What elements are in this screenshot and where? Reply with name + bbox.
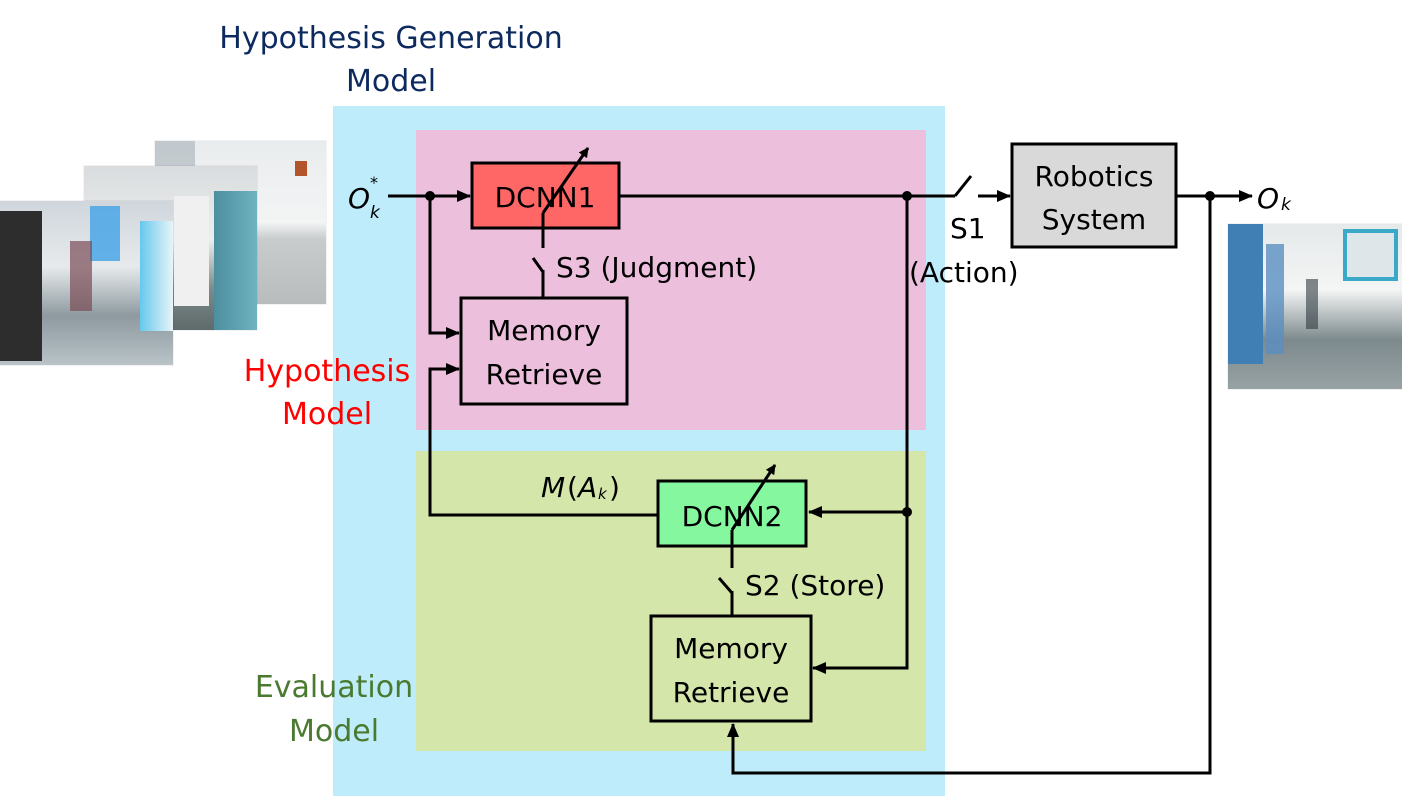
dcnn2-to-memory1-wire <box>428 363 658 517</box>
evaluation-title-line2: Model <box>289 714 379 749</box>
svg-text:k: k <box>370 203 381 223</box>
memory2-line2: Retrieve <box>673 676 790 709</box>
svg-text:k: k <box>1281 195 1292 215</box>
output-label: O k <box>1257 182 1292 215</box>
s2-label: S2 (Store) <box>745 569 885 602</box>
hypothesis-title-line1: Hypothesis <box>244 354 411 389</box>
s1-action-label: (Action) <box>909 256 1019 289</box>
input-to-memory1-wire <box>428 196 460 339</box>
memory2-line1: Memory <box>674 632 788 665</box>
svg-text:*: * <box>370 173 378 192</box>
m-label: M <box>541 471 565 504</box>
svg-text:O: O <box>1257 182 1279 215</box>
output-feedback-wire <box>727 196 1212 775</box>
s1-switch-icon <box>953 175 973 197</box>
dcnn1-to-memory2-wire <box>812 196 909 674</box>
output-photo <box>1228 224 1402 389</box>
m-close-paren: ) <box>609 471 620 504</box>
evaluation-title-line1: Evaluation <box>255 670 413 705</box>
hypothesis-title-line2: Model <box>282 397 372 432</box>
m-open-paren: ( <box>567 471 578 504</box>
robotics-system-box <box>1010 142 1178 249</box>
dcnn2-adjust-arrow-icon <box>730 464 777 531</box>
input-label: O k * <box>348 173 381 223</box>
m-a-symbol: A <box>576 471 597 504</box>
generation-title-line2: Model <box>346 64 436 99</box>
robotics-line1: Robotics <box>1035 160 1154 193</box>
memory1-line1: Memory <box>487 314 601 347</box>
s2-switch-icon <box>717 577 734 594</box>
m-a-subscript: k <box>598 485 608 503</box>
memory1-line2: Retrieve <box>486 358 603 391</box>
generation-title-line1: Hypothesis Generation <box>219 21 562 56</box>
input-photo-front <box>0 201 173 365</box>
robotics-line2: System <box>1042 203 1146 236</box>
s3-switch-icon <box>531 257 545 273</box>
svg-text:O: O <box>348 182 370 215</box>
dcnn1-adjust-arrow-icon <box>541 147 590 214</box>
memory-retrieve-2-box <box>649 614 813 723</box>
s3-label: S3 (Judgment) <box>556 251 757 284</box>
memory-retrieve-1-box <box>459 296 629 406</box>
s1-label: S1 <box>950 212 986 245</box>
